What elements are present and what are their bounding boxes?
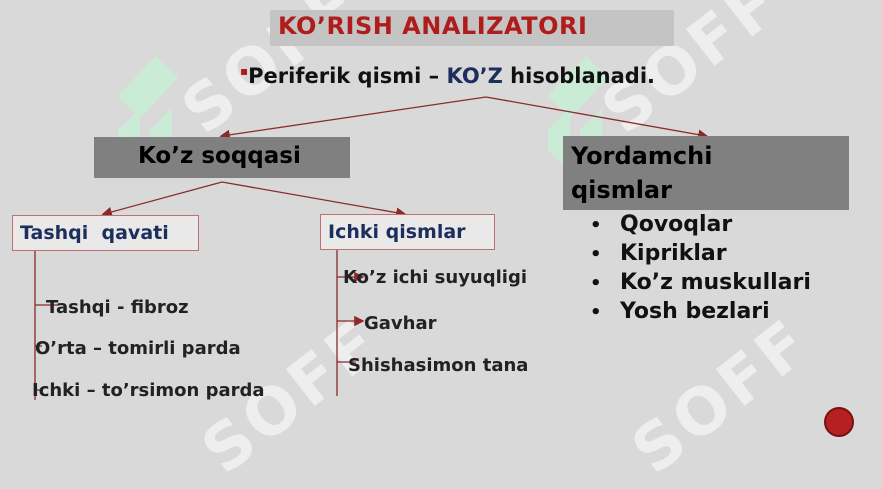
eyeball-box: Ko’z soqqasi xyxy=(94,137,350,178)
bullet-icon: ▪ xyxy=(240,64,249,78)
bullet-icon: • xyxy=(590,244,602,265)
slide: SOFF SOFF SOFF SOFF KO’RISH ANALIZATORI … xyxy=(12,0,854,489)
auxiliary-list: • Qovoqlar • Kipriklar • Ko’z muskullari • Y… xyxy=(590,210,811,326)
inner-parts-item: Ko’z ichi suyuqligi xyxy=(343,267,528,288)
arrow-to-outer-layer xyxy=(101,181,223,217)
auxiliary-label-line2: qismlar xyxy=(571,176,672,204)
outer-layer-item: O’rta – tomirli parda xyxy=(35,338,241,359)
outer-layer-item: Tashqi - fibroz xyxy=(46,297,189,318)
eyeball-label: Ko’z soqqasi xyxy=(138,143,301,169)
list-item-label: Kipriklar xyxy=(620,241,727,266)
slide-title: KO’RISH ANALIZATORI xyxy=(278,12,588,40)
list-item: • Yosh bezlari xyxy=(590,297,811,326)
arrow-to-eyeball xyxy=(219,96,487,141)
list-item-label: Yosh bezlari xyxy=(620,299,770,324)
outer-layer-item: Ichki – to’rsimon parda xyxy=(32,380,265,401)
outer-layer-label: Tashqi qavati xyxy=(20,222,169,244)
next-slide-button[interactable] xyxy=(824,407,854,437)
arrow-to-inner-parts xyxy=(221,181,407,218)
outer-layer-box: Tashqi qavati xyxy=(12,215,199,251)
subtitle: ▪Periferik qismi – KO’Z hisoblanadi. xyxy=(240,64,655,88)
inner-parts-box: Ichki qismlar xyxy=(320,214,495,250)
list-item-label: Ko’z muskullari xyxy=(620,270,811,295)
auxiliary-box: Yordamchi qismlar xyxy=(563,136,849,210)
subtitle-suffix: hisoblanadi. xyxy=(502,64,655,88)
inner-parts-item: Shishasimon tana xyxy=(348,355,529,376)
title-background xyxy=(270,10,674,46)
bullet-icon: • xyxy=(590,215,602,236)
inner-parts-item: Gavhar xyxy=(364,313,437,334)
list-item: • Kipriklar xyxy=(590,239,811,268)
inner-parts-label: Ichki qismlar xyxy=(328,221,466,243)
list-item: • Ko’z muskullari xyxy=(590,268,811,297)
bullet-icon: • xyxy=(590,302,602,323)
subtitle-prefix: Periferik qismi – xyxy=(248,64,447,88)
subtitle-accent: KO’Z xyxy=(446,64,503,88)
connector-lines xyxy=(34,96,709,400)
arrow-to-auxiliary xyxy=(485,96,709,140)
bullet-icon: • xyxy=(590,273,602,294)
list-item: • Qovoqlar xyxy=(590,210,811,239)
list-item-label: Qovoqlar xyxy=(620,212,733,237)
auxiliary-label-line1: Yordamchi xyxy=(571,142,713,170)
